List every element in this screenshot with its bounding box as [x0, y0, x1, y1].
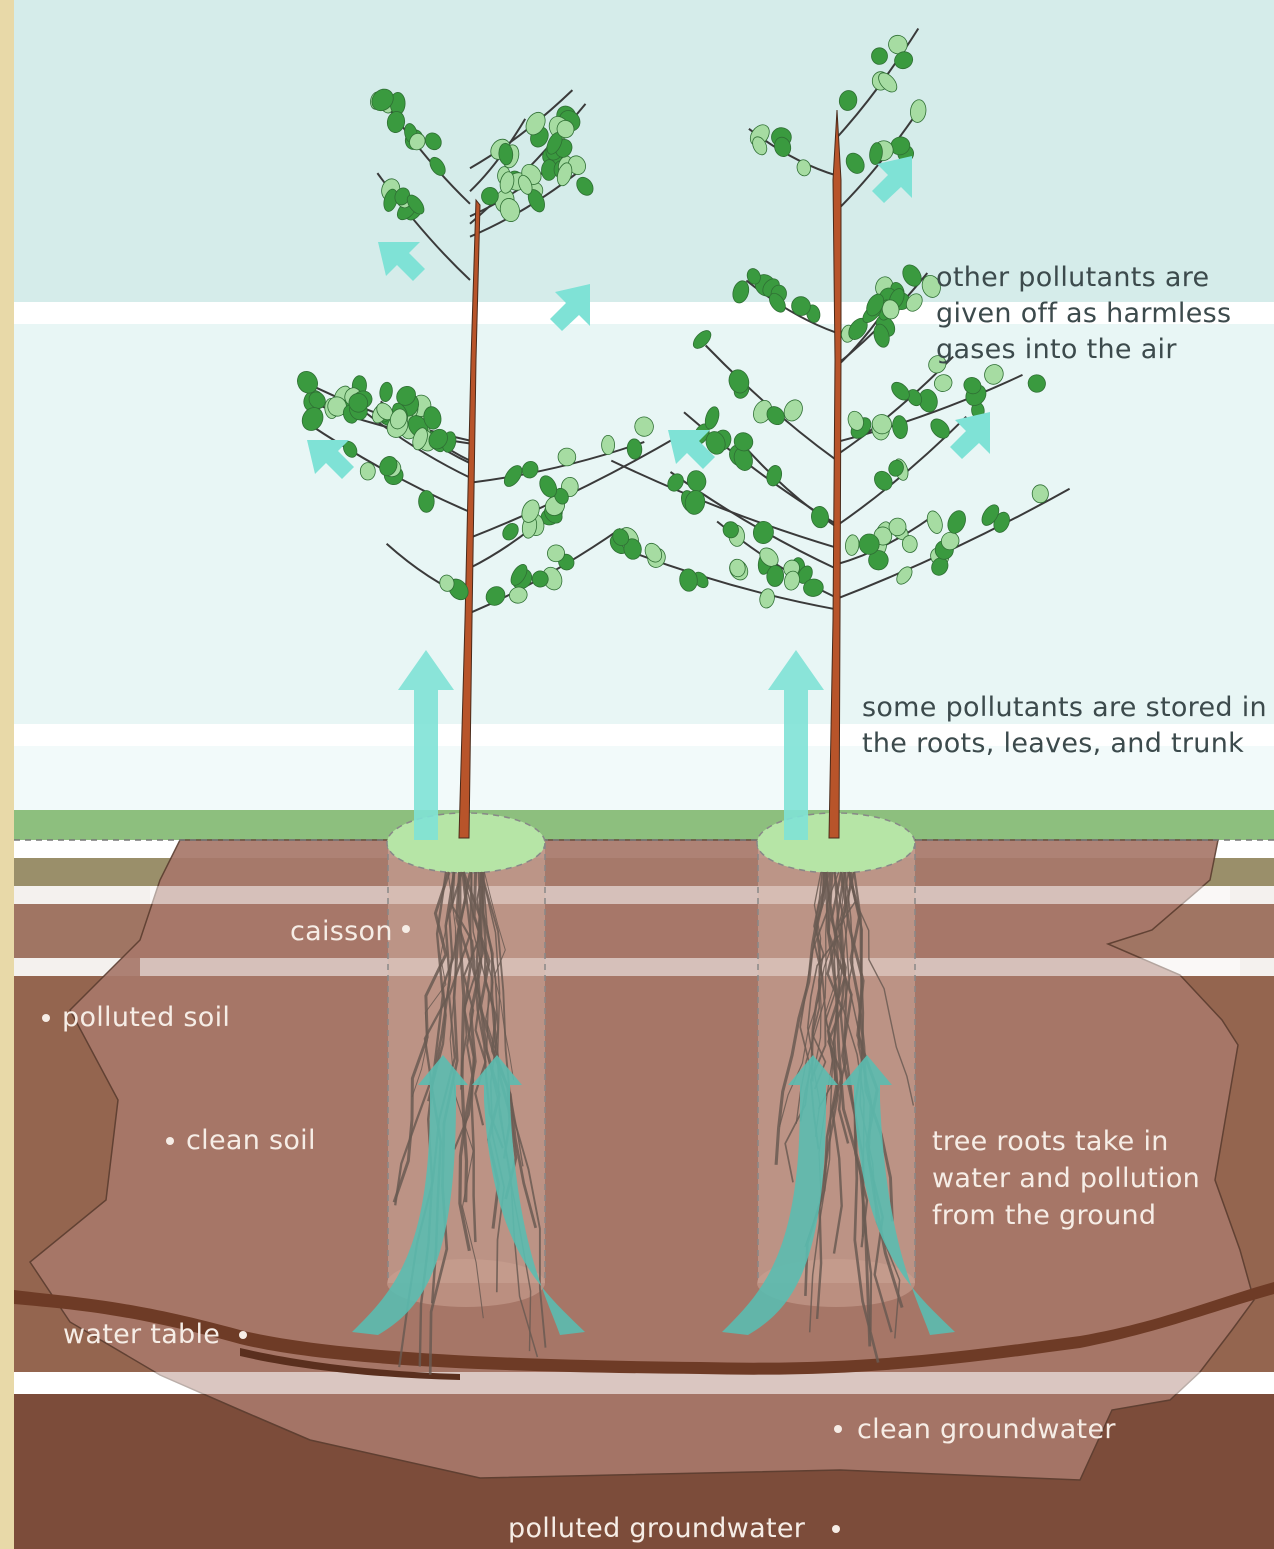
stripe-overlay-3	[60, 1372, 1240, 1394]
leaf	[602, 435, 615, 454]
label-gases-line-1: other pollutants are	[936, 262, 1209, 293]
bullet-dot-icon	[166, 1137, 174, 1145]
label-clean-soil: clean soil	[186, 1125, 316, 1156]
label-clean-groundwater: clean groundwater	[857, 1414, 1116, 1445]
label-roots-line-3: from the ground	[932, 1200, 1156, 1231]
bullet-dot-icon	[832, 1525, 840, 1533]
leaf	[871, 48, 888, 65]
sky-upper	[14, 0, 1274, 302]
bullet-dot-icon	[402, 925, 410, 933]
label-roots-line-2: water and pollution	[932, 1163, 1200, 1194]
label-gases-line-2: given off as harmless	[936, 298, 1231, 329]
bullet-dot-icon	[239, 1331, 247, 1339]
label-polluted-soil: polluted soil	[62, 1002, 230, 1033]
leaf	[419, 491, 435, 513]
label-gases-line-3: gases into the air	[936, 334, 1177, 365]
label-stored-line-2: the roots, leaves, and trunk	[862, 728, 1244, 759]
bullet-dot-icon	[42, 1014, 50, 1022]
stripe-overlay-1	[150, 886, 1230, 904]
leaf	[360, 463, 375, 480]
label-caisson: caisson	[290, 916, 393, 947]
label-stored-line-1: some pollutants are stored in	[862, 692, 1267, 723]
grass-strip	[14, 810, 1274, 840]
sky-middle	[14, 324, 1274, 724]
leaf	[1032, 484, 1049, 503]
label-water-table: water table	[63, 1319, 220, 1350]
bullet-dot-icon	[834, 1425, 842, 1433]
label-polluted-groundwater: polluted groundwater	[508, 1513, 806, 1544]
label-roots-line-1: tree roots take in	[932, 1126, 1169, 1157]
stripe-overlay-2	[140, 958, 1240, 976]
